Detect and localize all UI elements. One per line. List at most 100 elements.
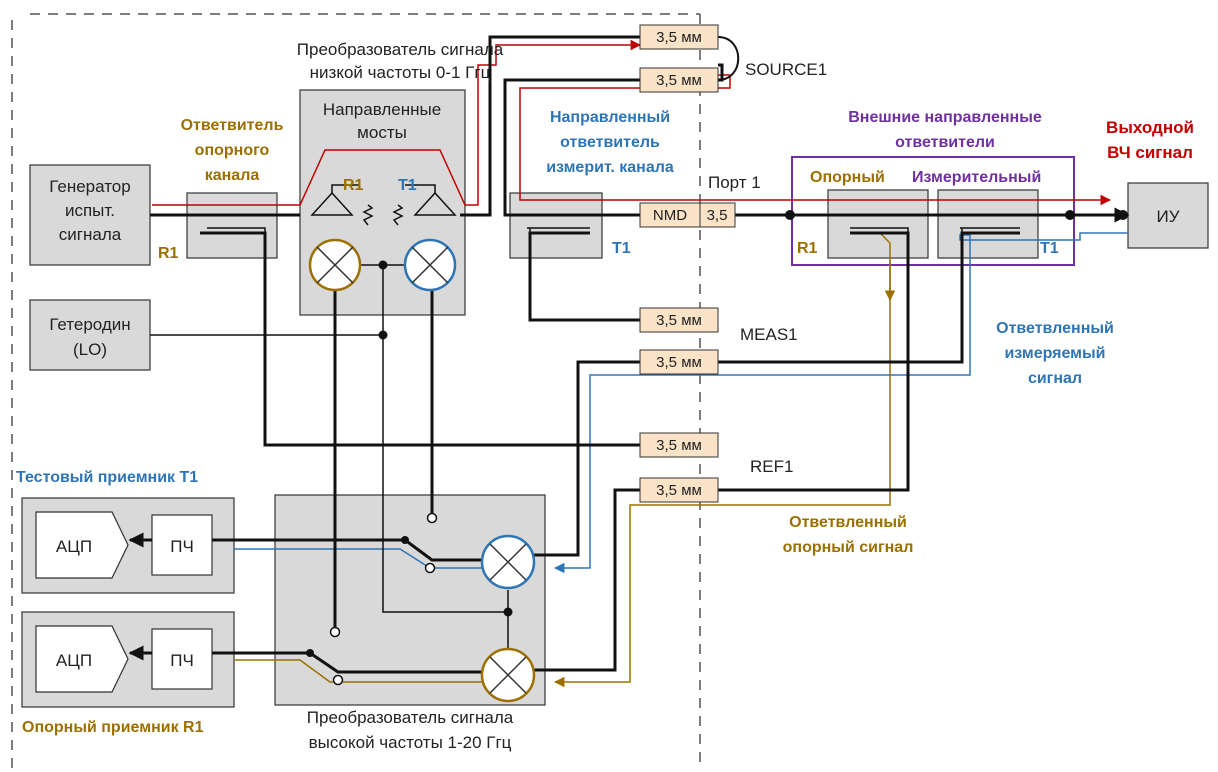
junction-dot bbox=[378, 330, 388, 340]
ref-coupler-line3: канала bbox=[205, 167, 260, 184]
switch-contact bbox=[424, 562, 436, 574]
r1-label-external: R1 bbox=[797, 240, 818, 257]
meas-coupler-line3: измерит. канала bbox=[546, 159, 674, 176]
reference-coupler-box bbox=[186, 192, 278, 259]
ref-coupler-line1: Ответвитель bbox=[181, 117, 284, 134]
ref1-label: REF1 bbox=[750, 457, 793, 476]
heterodyne-box bbox=[29, 299, 151, 371]
blue-measured-line bbox=[553, 232, 1128, 574]
brown-reference-line bbox=[553, 232, 891, 688]
meas1-label: MEAS1 bbox=[740, 325, 798, 344]
mixer-bridge-r1 bbox=[308, 238, 362, 292]
mixer-bridge-t1 bbox=[403, 238, 457, 292]
r1-label-coupler: R1 bbox=[158, 245, 179, 262]
conn-source1-a-label: 3,5 мм bbox=[656, 29, 702, 46]
branched-ref-line2: опорный сигнал bbox=[783, 539, 914, 556]
bridge-triangles bbox=[310, 191, 457, 216]
meas-coupler-tap bbox=[528, 231, 640, 322]
meas-coupler-line1: Направленный bbox=[550, 109, 670, 126]
source-return-line bbox=[503, 78, 640, 217]
junction-dot bbox=[785, 210, 795, 220]
mixer-hf-ref bbox=[480, 647, 536, 703]
switch-contact bbox=[332, 674, 344, 686]
adc-block-ref bbox=[35, 625, 129, 693]
generator-label-line3: сигнала bbox=[59, 225, 122, 244]
connector-source1-b bbox=[639, 67, 719, 93]
output-signal-line2: ВЧ сигнал bbox=[1107, 143, 1193, 162]
output-signal-line1: Выходной bbox=[1106, 118, 1194, 137]
red-port-line bbox=[519, 74, 1112, 206]
ext-meas-tap bbox=[718, 231, 1020, 364]
conn-port1-val: 3,5 bbox=[707, 207, 728, 224]
junction-dot bbox=[1118, 210, 1128, 220]
junction-dot bbox=[306, 649, 314, 657]
ext-ref-word: Опорный bbox=[810, 169, 885, 186]
ref-coupler-line2: опорного bbox=[195, 142, 270, 159]
hf-converter-line1: Преобразователь сигнала bbox=[307, 708, 514, 727]
switch-contact bbox=[329, 626, 341, 638]
lo-line bbox=[150, 334, 508, 613]
conn-port1-nmd: NMD bbox=[653, 207, 687, 224]
port-main-line bbox=[718, 63, 724, 82]
if-ref-label: ПЧ bbox=[170, 651, 194, 670]
lf-converter-line1: Преобразователь сигнала bbox=[297, 40, 504, 59]
ref-switch bbox=[309, 651, 482, 674]
junction-dot bbox=[401, 536, 409, 544]
junction-dot bbox=[1065, 210, 1075, 220]
hf-converter-line2: высокой частоты 1-20 Ггц bbox=[309, 733, 512, 752]
source1-label: SOURCE1 bbox=[745, 60, 827, 79]
port1-label: Порт 1 bbox=[708, 173, 761, 192]
t1-label-bridge: T1 bbox=[398, 177, 417, 194]
connector-t1-tap bbox=[639, 307, 719, 333]
external-couplers-line2: ответвители bbox=[895, 134, 995, 151]
heterodyne-label-line2: (LO) bbox=[73, 340, 107, 359]
conn-source1-b-label: 3,5 мм bbox=[656, 72, 702, 89]
generator-label-line2: испыт. bbox=[65, 201, 115, 220]
branched-meas-line3: сигнал bbox=[1028, 370, 1082, 387]
meas1-to-mixer bbox=[530, 360, 640, 557]
external-couplers-line1: Внешние направленные bbox=[848, 109, 1042, 126]
conn-meas1-label: 3,5 мм bbox=[656, 354, 702, 371]
switch-contact bbox=[426, 512, 438, 524]
bridges-label-line1: Направленные bbox=[323, 100, 441, 119]
lf-converter-line2: низкой частоты 0-1 Ггц bbox=[310, 63, 491, 82]
branched-meas-line1: Ответвленный bbox=[996, 320, 1114, 337]
t1-label-coupler: T1 bbox=[612, 240, 631, 257]
if-test-label: ПЧ bbox=[170, 537, 194, 556]
t1-label-external: T1 bbox=[1040, 240, 1059, 257]
conn-t1-label: 3,5 мм bbox=[656, 312, 702, 329]
ref-coupler-tap bbox=[200, 231, 640, 447]
adc-block-test bbox=[35, 511, 129, 579]
ref-receiver-label: Опорный приемник R1 bbox=[22, 719, 204, 736]
connector-port1 bbox=[639, 202, 736, 228]
brown-receiver-line bbox=[234, 659, 485, 683]
ref1-to-mixer bbox=[530, 488, 640, 672]
source1-loop bbox=[717, 36, 740, 81]
heterodyne-label-line1: Гетеродин bbox=[49, 315, 130, 334]
r1-label-bridge: R1 bbox=[343, 177, 364, 194]
red-source-line bbox=[152, 39, 642, 206]
coupler-lines bbox=[207, 227, 1020, 245]
ext-ref-coupler-box bbox=[827, 189, 929, 259]
resistors bbox=[362, 204, 404, 226]
connector-meas1 bbox=[639, 349, 719, 375]
mixer-hf-test bbox=[480, 534, 536, 590]
connector-ref1 bbox=[639, 477, 719, 503]
dut-box bbox=[1127, 182, 1209, 249]
junction-dot bbox=[378, 260, 388, 270]
adc-ref-label: АЦП bbox=[56, 651, 92, 670]
generator-label-line1: Генератор bbox=[49, 177, 130, 196]
test-receiver-label: Тестовый приемник T1 bbox=[16, 469, 198, 486]
blue-receiver-line bbox=[234, 548, 485, 569]
bridges-label-line2: мосты bbox=[357, 123, 407, 142]
conn-r1-label: 3,5 мм bbox=[656, 437, 702, 454]
conn-ref1-label: 3,5 мм bbox=[656, 482, 702, 499]
meas-coupler-line2: ответвитель bbox=[560, 134, 660, 151]
ext-meas-coupler-box bbox=[937, 189, 1039, 259]
if-block-test bbox=[151, 514, 213, 576]
junction-dot bbox=[503, 607, 513, 617]
bridge-out-line bbox=[460, 35, 640, 217]
if-block-ref bbox=[151, 628, 213, 690]
adc-test-label: АЦП bbox=[56, 537, 92, 556]
